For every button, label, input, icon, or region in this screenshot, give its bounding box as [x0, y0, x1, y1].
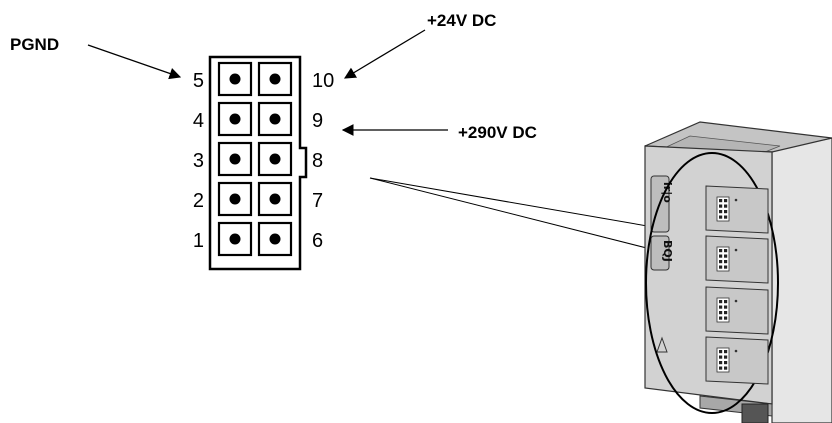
plus-24v-label: +24V DC [427, 11, 496, 30]
socket-pin [724, 350, 728, 354]
pgnd-label: PGND [10, 35, 59, 54]
pin-number-label: 4 [193, 110, 204, 132]
socket-bezel [705, 286, 769, 335]
pin-number-label: 2 [193, 190, 204, 212]
socket-pin [719, 311, 723, 315]
pin-number-label: 1 [193, 230, 204, 252]
device-side-panel [771, 137, 832, 423]
pin-3 [217, 141, 253, 177]
device-logo-plate-bottom [650, 235, 670, 271]
pin-1 [217, 221, 253, 257]
device-socket-4 [705, 336, 769, 385]
plus-24v-arrow [343, 29, 426, 79]
socket-pin [719, 366, 723, 370]
socket-dot [734, 299, 738, 303]
pin-6 [257, 221, 293, 257]
right-pin-numbers: 10 9 8 7 6 [312, 70, 334, 252]
socket-pin [719, 249, 723, 253]
pin-9 [257, 101, 293, 137]
connector-pin-grid [217, 61, 293, 257]
left-pin-numbers: 5 4 3 2 1 [193, 70, 204, 252]
socket-pin [724, 316, 728, 320]
socket-pin [724, 300, 728, 304]
socket-pin [724, 265, 728, 269]
pin-number-label: 5 [193, 70, 204, 92]
socket-pin [719, 210, 723, 214]
pin-cell [217, 101, 253, 137]
device-socket-3 [705, 286, 769, 335]
pin-5 [217, 61, 253, 97]
socket-pin [719, 350, 723, 354]
pin-10 [257, 61, 293, 97]
pin-number-label: 3 [193, 150, 204, 172]
device-illustration: ir|o BQJ [644, 121, 832, 423]
socket-bezel [705, 235, 769, 284]
socket-pin [719, 254, 723, 258]
socket-pin [724, 305, 728, 309]
device-socket-1 [705, 185, 769, 234]
device-logo-bottom: BQJ [661, 240, 674, 262]
pin-2 [217, 181, 253, 217]
socket-pin [724, 199, 728, 203]
socket-pin [724, 361, 728, 365]
pin-contact-icon [269, 153, 281, 165]
socket-pin [724, 249, 728, 253]
device-foot [741, 403, 769, 423]
socket-pin [724, 254, 728, 258]
pin-contact-icon [229, 113, 241, 125]
socket-body [716, 297, 730, 323]
pin-7 [257, 181, 293, 217]
pin-contact-icon [269, 73, 281, 85]
plus-290v-label: +290V DC [458, 123, 537, 142]
socket-dot [734, 198, 738, 202]
socket-pin [719, 305, 723, 309]
pin-number-label: 10 [312, 70, 334, 92]
pin-number-label: 7 [312, 190, 323, 212]
pin-contact-icon [229, 73, 241, 85]
device-socket-2 [705, 235, 769, 284]
socket-pin [719, 204, 723, 208]
socket-pin [724, 355, 728, 359]
socket-dot [734, 349, 738, 353]
socket-pin [724, 204, 728, 208]
pin-contact-icon [269, 193, 281, 205]
socket-bezel [705, 336, 769, 385]
pgnd-arrow [87, 44, 182, 80]
pin-cell [217, 221, 253, 257]
socket-pin [719, 300, 723, 304]
socket-pin [719, 260, 723, 264]
socket-pin [724, 215, 728, 219]
pin-cell [257, 141, 293, 177]
socket-pin [719, 361, 723, 365]
socket-body [716, 196, 730, 222]
warning-icon [656, 336, 668, 353]
pin-contact-icon [269, 113, 281, 125]
pin-8 [257, 141, 293, 177]
socket-body [716, 246, 730, 272]
socket-pin [719, 265, 723, 269]
pin-4 [217, 101, 253, 137]
pin-contact-icon [229, 193, 241, 205]
pin-number-label: 6 [312, 230, 323, 252]
device-logo-top: ir|o [661, 182, 674, 203]
pin-contact-icon [229, 233, 241, 245]
ports-highlight-ellipse [645, 152, 779, 414]
socket-pin [719, 355, 723, 359]
socket-pin [719, 215, 723, 219]
socket-bezel [705, 185, 769, 234]
socket-pin [724, 260, 728, 264]
socket-pin [724, 210, 728, 214]
socket-dot [734, 248, 738, 252]
socket-pin [719, 316, 723, 320]
socket-body [716, 347, 730, 373]
socket-pin [719, 199, 723, 203]
pin-number-label: 9 [312, 110, 323, 132]
socket-pin [724, 311, 728, 315]
socket-pin [724, 366, 728, 370]
pin-contact-icon [229, 153, 241, 165]
pin-contact-icon [269, 233, 281, 245]
pin-number-label: 8 [312, 150, 323, 172]
device-ports [705, 185, 769, 385]
